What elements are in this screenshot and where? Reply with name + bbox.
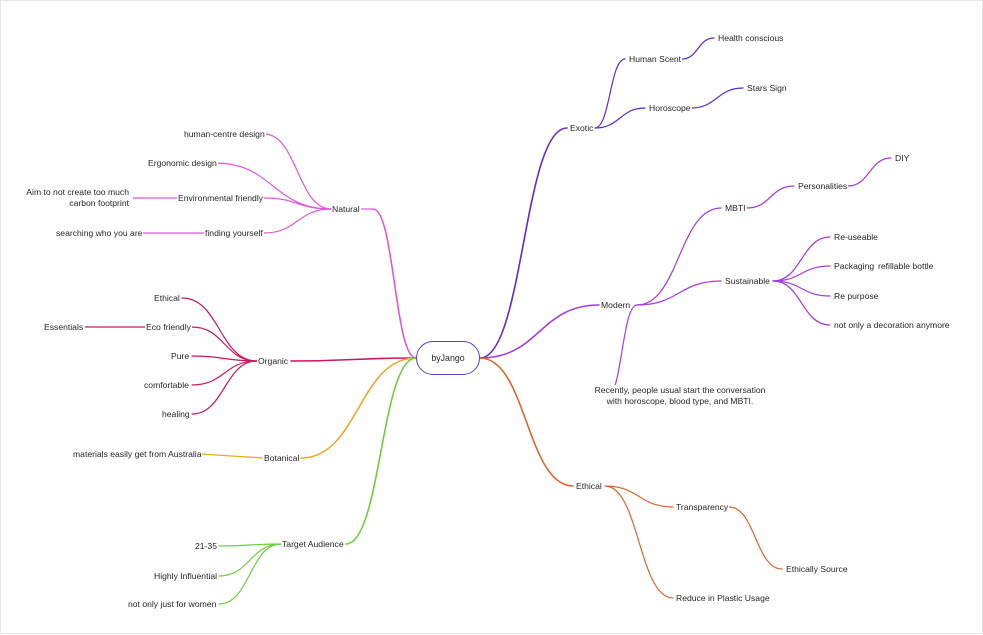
edge-horoscope-stars bbox=[690, 87, 744, 109]
node-ethical[interactable]: Ethical bbox=[575, 481, 603, 492]
node-ergonomic-design[interactable]: Ergonomic design bbox=[147, 158, 218, 169]
node-re-purpose[interactable]: Re purpose bbox=[833, 291, 880, 302]
node-sustainable[interactable]: Sustainable bbox=[724, 276, 771, 287]
node-environmental-friendly[interactable]: Environmental friendly bbox=[177, 193, 265, 204]
node-pure[interactable]: Pure bbox=[170, 351, 191, 362]
node-21-35[interactable]: 21-35 bbox=[194, 541, 218, 552]
node-ethically-source[interactable]: Ethically Source bbox=[785, 564, 849, 575]
node-packaging[interactable]: Packaging bbox=[833, 261, 876, 272]
node-carbon-footprint[interactable]: Aim to not create too much carbon footpr… bbox=[23, 187, 130, 209]
edge-root-exotic bbox=[479, 127, 568, 359]
node-mbti[interactable]: MBTI bbox=[724, 203, 747, 214]
edge-modern-note bbox=[606, 304, 638, 398]
node-modern[interactable]: Modern bbox=[600, 300, 632, 311]
node-materials-australia[interactable]: materials easily get from Australia bbox=[72, 449, 203, 460]
edge-sustainable-repurpose bbox=[772, 280, 831, 297]
edge-target-women bbox=[218, 543, 282, 605]
node-ethical-organic[interactable]: Ethical bbox=[153, 293, 181, 304]
edge-humanscent-health bbox=[681, 37, 715, 60]
node-exotic[interactable]: Exotic bbox=[569, 123, 595, 134]
edge-natural-environmental bbox=[263, 197, 332, 210]
edge-organic-eco bbox=[191, 326, 258, 362]
edge-personalities-diy bbox=[847, 157, 892, 187]
edge-sustainable-decoration bbox=[772, 280, 831, 326]
node-finding-yourself[interactable]: finding yourself bbox=[204, 228, 264, 239]
node-human-centre-design[interactable]: human-centre design bbox=[183, 129, 266, 140]
edge-ethical-transparency bbox=[604, 485, 674, 508]
node-searching-who-you-are[interactable]: searching who you are bbox=[55, 228, 144, 239]
node-horoscope[interactable]: Horoscope bbox=[648, 103, 692, 114]
edge-sustainable-reuseable bbox=[772, 236, 831, 282]
node-reduce-plastic[interactable]: Reduce in Plastic Usage bbox=[675, 593, 771, 604]
node-health-conscious[interactable]: Health conscious bbox=[717, 33, 785, 44]
edge-organic-healing bbox=[191, 360, 258, 415]
edge-organic-pure bbox=[191, 355, 258, 362]
node-not-only-women[interactable]: not only just for women bbox=[127, 599, 218, 610]
node-recently-note[interactable]: Recently, people usual start the convers… bbox=[589, 385, 771, 407]
edge-modern-mbti bbox=[636, 207, 722, 306]
edge-root-target bbox=[345, 357, 417, 545]
node-highly-influential[interactable]: Highly Influential bbox=[153, 571, 219, 582]
edge-sustainable-packaging bbox=[772, 265, 831, 282]
node-eco-friendly[interactable]: Eco friendly bbox=[145, 322, 192, 333]
edge-natural-human bbox=[263, 133, 332, 210]
node-target-audience[interactable]: Target Audience bbox=[281, 539, 345, 550]
edge-exotic-horoscope bbox=[594, 107, 646, 129]
node-transparency[interactable]: Transparency bbox=[675, 502, 730, 513]
edge-natural-finding bbox=[263, 208, 332, 234]
edge-transparency-source bbox=[728, 506, 783, 570]
node-healing[interactable]: healing bbox=[161, 409, 191, 420]
node-comfortable[interactable]: comfortable bbox=[143, 380, 190, 391]
node-botanical[interactable]: Botanical bbox=[263, 453, 301, 464]
edge-ethical-reduce bbox=[604, 485, 674, 599]
node-personalities[interactable]: Personalities bbox=[797, 181, 849, 192]
node-refillable-bottle[interactable]: refillable bottle bbox=[877, 261, 935, 272]
edge-root-modern bbox=[479, 304, 600, 359]
edge-target-influential bbox=[218, 543, 282, 577]
root-label: byJango bbox=[431, 353, 465, 363]
edge-mbti-personalities bbox=[746, 185, 795, 209]
node-natural[interactable]: Natural bbox=[331, 204, 361, 215]
edge-root-natural bbox=[372, 208, 417, 359]
edge-exotic-humanscent bbox=[594, 58, 626, 129]
edge-root-ethical bbox=[479, 357, 574, 487]
root-node[interactable]: byJango bbox=[416, 341, 480, 375]
node-essentials[interactable]: Essentials bbox=[43, 322, 85, 333]
edge-organic-comfortable bbox=[191, 360, 258, 386]
edge-root-organic bbox=[290, 357, 417, 362]
node-stars-sign[interactable]: Stars Sign bbox=[746, 83, 788, 94]
edge-botanical-materials bbox=[200, 453, 264, 459]
edge-modern-sustainable bbox=[636, 280, 722, 306]
node-human-scent[interactable]: Human Scent bbox=[628, 54, 683, 65]
node-organic[interactable]: Organic bbox=[257, 356, 290, 367]
edge-organic-ethical bbox=[181, 297, 258, 362]
edge-root-botanical bbox=[300, 357, 417, 459]
node-not-only-decoration[interactable]: not only a decoration anymore bbox=[833, 320, 951, 331]
node-re-useable[interactable]: Re-useable bbox=[833, 232, 879, 243]
node-diy[interactable]: DIY bbox=[894, 153, 911, 164]
